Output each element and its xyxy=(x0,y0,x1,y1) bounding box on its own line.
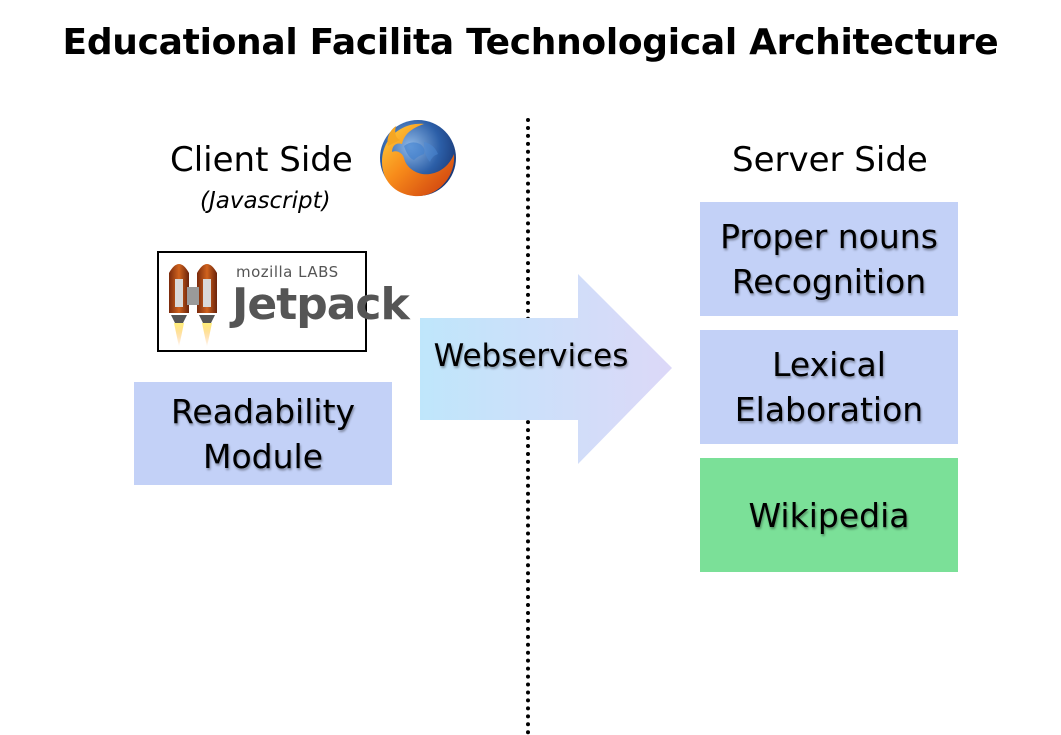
proper-nouns-recognition-box: Proper nouns Recognition xyxy=(700,202,958,316)
proper-nouns-line2: Recognition xyxy=(731,262,927,301)
client-side-heading: Client Side xyxy=(170,140,353,180)
webservices-arrow xyxy=(420,274,672,464)
readability-module-box: Readability Module xyxy=(134,382,392,485)
lexical-line1: Lexical xyxy=(772,345,886,384)
lexical-line2: Elaboration xyxy=(734,390,924,429)
jetpack-logo: mozilla LABS Jetpack xyxy=(157,251,410,352)
readability-module-line2: Module xyxy=(203,436,323,476)
server-side-heading: Server Side xyxy=(732,140,928,180)
wikipedia-label: Wikipedia xyxy=(748,495,910,535)
jetpack-name-label: Jetpack xyxy=(232,279,410,330)
client-side-language: (Javascript) xyxy=(200,188,331,214)
diagram-title: Educational Facilita Technological Archi… xyxy=(62,22,999,63)
webservices-label: Webservices xyxy=(433,338,629,374)
firefox-icon xyxy=(380,120,456,197)
jetpack-brand-label: mozilla LABS xyxy=(236,263,339,281)
proper-nouns-line1: Proper nouns xyxy=(720,217,938,256)
client-server-divider xyxy=(526,118,530,735)
jetpack-rockets-icon xyxy=(169,264,217,347)
lexical-elaboration-box: Lexical Elaboration xyxy=(700,330,958,444)
readability-module-line1: Readability xyxy=(170,391,356,431)
wikipedia-box: Wikipedia xyxy=(700,458,958,572)
